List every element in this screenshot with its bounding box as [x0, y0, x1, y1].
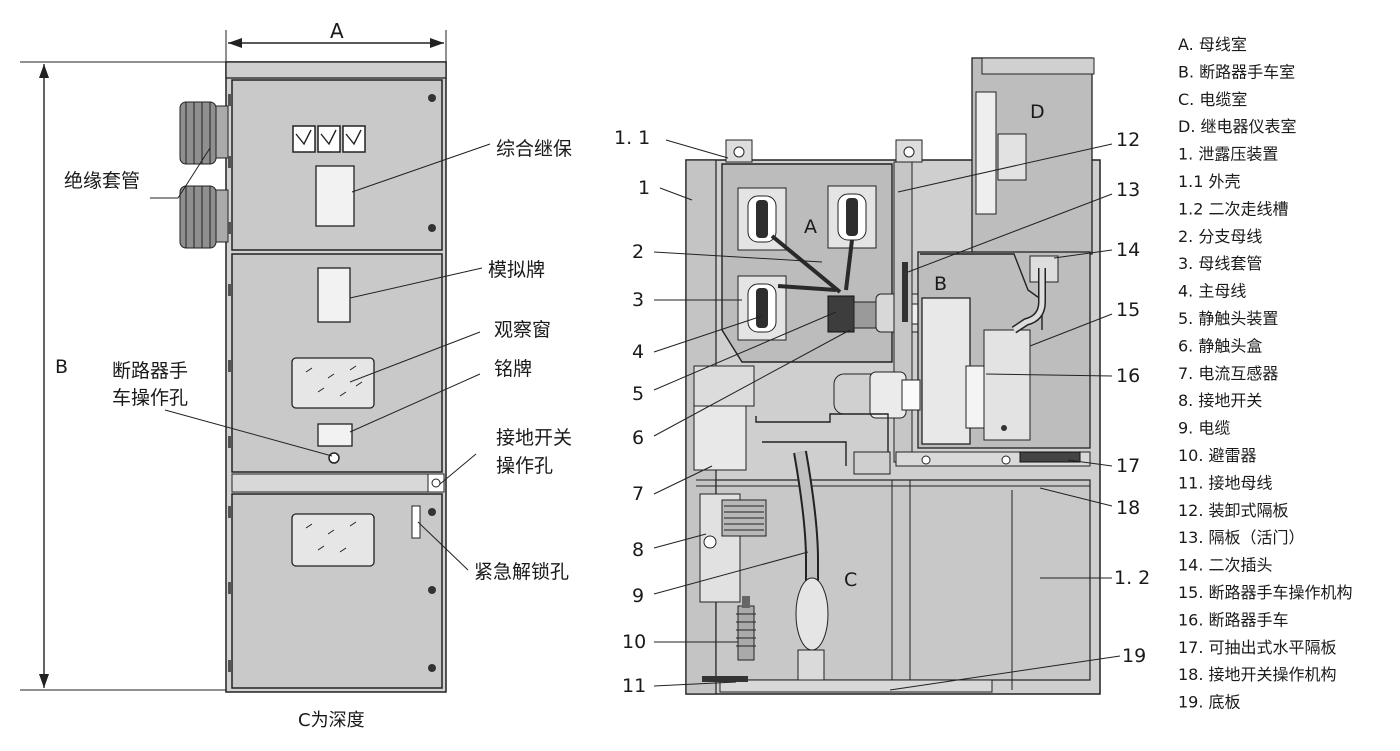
label-observation-window: 观察窗	[494, 319, 551, 341]
callout-5: 5	[632, 383, 644, 405]
legend-item: 3. 母线套管	[1178, 254, 1262, 273]
label-earth-hole-line1: 接地开关	[496, 427, 572, 449]
label-relay-protection: 综合继保	[496, 138, 572, 160]
legend-item: 16. 断路器手车	[1178, 610, 1289, 629]
nameplate	[317, 423, 353, 447]
label-insulating-bushing: 绝缘套管	[64, 170, 140, 192]
dimension-a-label: A	[330, 19, 344, 43]
legend-item: 9. 电缆	[1178, 419, 1230, 438]
callout-10: 10	[622, 631, 646, 653]
withdrawable-horizontal-partition	[1019, 451, 1081, 463]
earthing-busbar	[702, 676, 748, 682]
legend-item: 15. 断路器手车操作机构	[1178, 583, 1353, 602]
legend-item: 13. 隔板（活门）	[1178, 528, 1305, 547]
earthing-switch[interactable]	[699, 493, 767, 603]
lower-observation-window	[291, 513, 375, 567]
side-view: A B C D 1. 1 1 2 3 4 5 6 7 8	[614, 57, 1150, 697]
legend-item: 12. 装卸式隔板	[1178, 501, 1289, 520]
legend: A. 母线室 B. 断路器手车室 C. 电缆室 D. 继电器仪表室 1. 泄露压装置 1.…	[1178, 35, 1353, 712]
label-emergency-unlock: 紧急解锁孔	[474, 561, 569, 583]
insulating-bushings	[179, 101, 229, 249]
callout-19: 19	[1122, 645, 1146, 667]
callout-8: 8	[632, 539, 644, 561]
busbar-bushing-2	[827, 185, 877, 249]
bottom-plate	[719, 679, 993, 693]
front-view: A B	[20, 19, 572, 731]
legend-item: 2. 分支母线	[1178, 227, 1262, 246]
callout-1-2: 1. 2	[1114, 567, 1150, 589]
legend-item: 4. 主母线	[1178, 282, 1246, 301]
label-earth-hole-line2: 操作孔	[496, 455, 553, 477]
branch-busbar	[770, 234, 854, 294]
surge-arrester	[736, 596, 756, 661]
callout-6: 6	[632, 427, 644, 449]
breaker-truck-mechanism[interactable]	[983, 329, 1031, 441]
label-breaker-hole-line1: 断路器手	[112, 360, 188, 382]
room-label-c: C	[844, 569, 857, 591]
room-label-a: A	[804, 216, 817, 238]
meter-gauges	[292, 125, 366, 153]
relay-protection-unit	[315, 165, 355, 227]
legend-item: 19. 底板	[1178, 693, 1241, 712]
callout-3: 3	[632, 289, 644, 311]
legend-item: 1.1 外壳	[1178, 172, 1241, 191]
legend-item: 1.2 二次走线槽	[1178, 199, 1289, 218]
label-nameplate: 铭牌	[494, 358, 532, 380]
callout-14: 14	[1116, 239, 1140, 261]
label-breaker-hole-line2: 车操作孔	[112, 387, 188, 409]
cable	[793, 450, 829, 681]
room-label-d: D	[1030, 101, 1045, 123]
room-label-b: B	[934, 273, 947, 295]
legend-item: 11. 接地母线	[1178, 473, 1273, 492]
label-depth-note: C为深度	[298, 710, 365, 731]
callout-9: 9	[632, 585, 644, 607]
legend-item: 10. 避雷器	[1178, 446, 1257, 465]
callout-7: 7	[632, 483, 644, 505]
emergency-unlock-hole[interactable]	[411, 505, 421, 539]
legend-item: C. 电缆室	[1178, 90, 1247, 109]
callout-1-1: 1. 1	[614, 127, 650, 149]
secondary-plug	[1011, 255, 1059, 334]
callout-12: 12	[1116, 129, 1140, 151]
callout-11: 11	[622, 675, 646, 697]
callout-18: 18	[1116, 497, 1140, 519]
legend-item: 18. 接地开关操作机构	[1178, 665, 1337, 684]
dimension-b-label: B	[55, 356, 68, 378]
cable-room	[715, 479, 1091, 681]
legend-item: 6. 静触头盒	[1178, 336, 1262, 355]
label-mimic-board: 模拟牌	[488, 259, 545, 281]
legend-item: 5. 静触头装置	[1178, 309, 1278, 328]
observation-window	[291, 357, 375, 409]
breaker-operation-hole[interactable]	[328, 452, 340, 464]
callout-2: 2	[632, 241, 644, 263]
callout-17: 17	[1116, 455, 1140, 477]
earth-switch-operation-hole[interactable]	[431, 478, 441, 488]
legend-item: 1. 泄露压装置	[1178, 145, 1278, 164]
breaker-truck[interactable]	[921, 297, 971, 445]
callout-15: 15	[1116, 299, 1140, 321]
legend-item: 17. 可抽出式水平隔板	[1178, 638, 1337, 657]
callout-16: 16	[1116, 365, 1140, 387]
legend-item: B. 断路器手车室	[1178, 62, 1295, 81]
legend-item: D. 继电器仪表室	[1178, 117, 1297, 136]
callout-1: 1	[638, 177, 650, 199]
legend-item: 8. 接地开关	[1178, 391, 1262, 410]
callout-13: 13	[1116, 179, 1140, 201]
mimic-board	[317, 267, 351, 323]
legend-item: 7. 电流互感器	[1178, 364, 1278, 383]
legend-item: A. 母线室	[1178, 35, 1247, 54]
current-transformer	[693, 365, 755, 407]
legend-item: 14. 二次插头	[1178, 556, 1273, 575]
callout-4: 4	[632, 341, 644, 363]
